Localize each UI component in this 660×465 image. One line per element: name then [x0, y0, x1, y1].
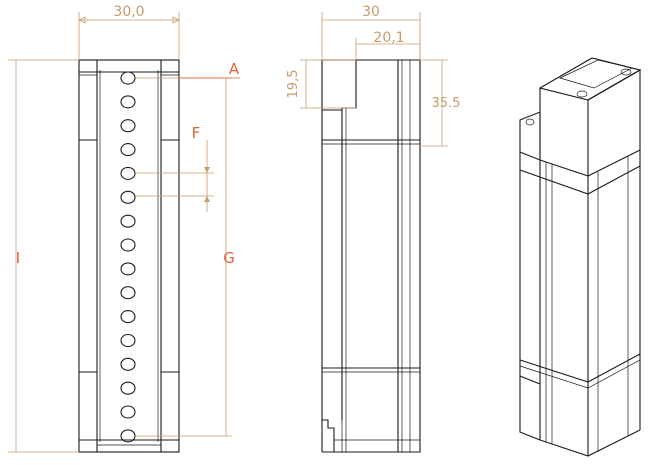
front-width-dimension: 30,0: [78, 4, 180, 60]
isometric-view: [519, 57, 642, 457]
label-f: F: [192, 124, 201, 142]
terminal-hole: [120, 429, 136, 443]
terminal-hole: [120, 214, 136, 228]
side-top-height-value: 35.5: [432, 96, 461, 111]
terminal-hole: [120, 381, 136, 395]
terminal-hole: [120, 95, 136, 109]
label-g: G: [223, 249, 235, 267]
side-notch-height-dimension: 19,5: [286, 59, 356, 109]
front-width-value: 30,0: [113, 4, 144, 20]
label-a-group: A: [179, 60, 240, 79]
side-width-dimension: 30: [321, 4, 421, 60]
terminal-hole: [120, 262, 136, 276]
side-inner-width-value: 20,1: [373, 30, 404, 46]
terminal-hole: [120, 238, 136, 252]
pitch-dimension: F: [136, 124, 214, 212]
front-view: [78, 59, 180, 453]
side-notch-height-value: 19,5: [286, 70, 301, 99]
terminal-holes: [120, 71, 136, 443]
terminal-hole: [120, 166, 136, 180]
terminal-hole: [120, 405, 136, 419]
terminal-hole: [120, 357, 136, 371]
overall-height-dimension: I: [8, 59, 79, 453]
hole-span-dimension: G: [136, 77, 235, 437]
terminal-hole: [120, 190, 136, 204]
label-i: I: [16, 249, 20, 267]
side-inner-width-dimension: 20,1: [355, 30, 421, 60]
terminal-hole: [120, 143, 136, 157]
side-view: [321, 59, 421, 453]
terminal-hole: [120, 310, 136, 324]
side-top-height-dimension: 35.5: [420, 59, 461, 147]
terminal-hole: [120, 333, 136, 348]
label-a: A: [229, 60, 240, 78]
terminal-hole: [120, 286, 136, 300]
terminal-hole: [120, 71, 136, 85]
terminal-hole: [120, 119, 136, 133]
side-width-value: 30: [362, 4, 380, 20]
